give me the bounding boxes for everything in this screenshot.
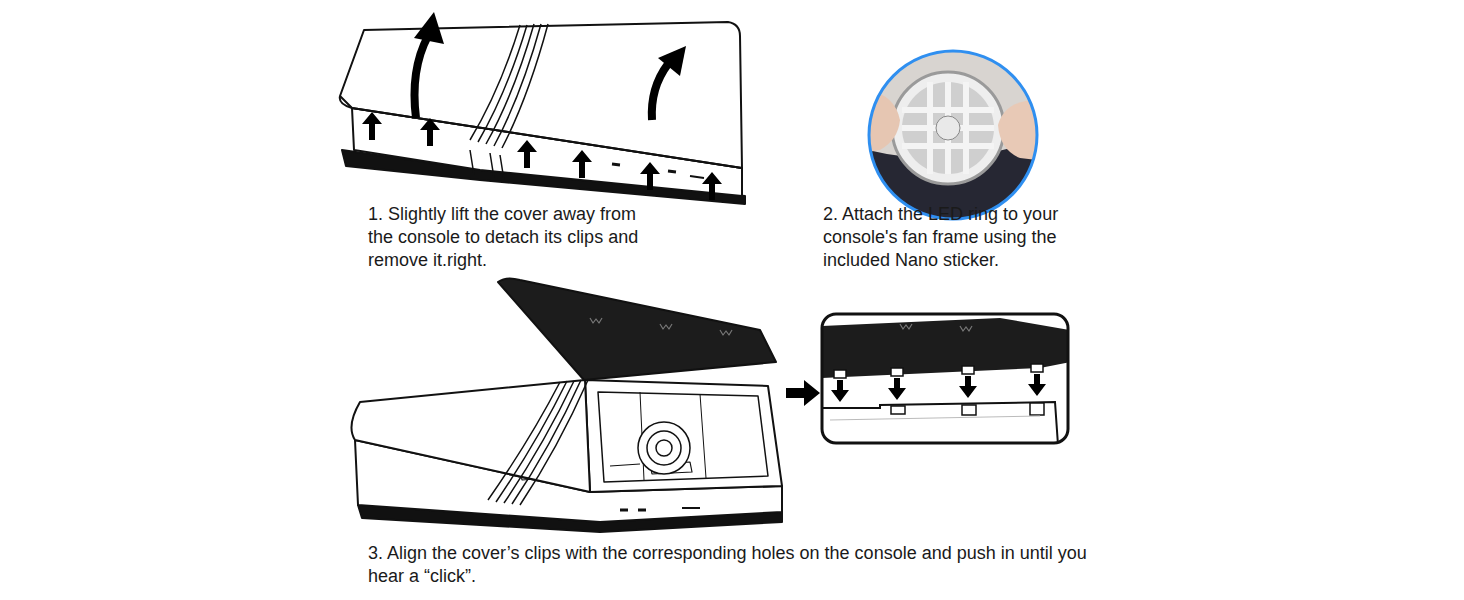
console-attaching-part — [598, 392, 768, 482]
console-lifting-part — [470, 24, 548, 148]
console-attaching-part — [590, 318, 732, 335]
clip-inset-part — [822, 314, 1068, 443]
console-attaching-part — [488, 382, 560, 500]
console-lifting — [340, 22, 745, 204]
clip-inset-part — [962, 366, 974, 374]
clip-inset-part — [891, 403, 1044, 415]
console-attaching-part — [656, 440, 672, 456]
console-attaching-part — [488, 380, 588, 505]
console-attaching-part — [585, 380, 782, 492]
clip-inset — [820, 314, 1070, 445]
console-attaching-part — [638, 422, 690, 474]
fan-photo-part — [927, 82, 933, 174]
console-attaching-part — [620, 509, 646, 512]
step-instruction: 1. Slightly lift the cover away from the… — [368, 203, 650, 272]
console-lifting-part — [470, 150, 504, 180]
fan-photo-part — [936, 116, 960, 140]
console-lifting-part — [486, 24, 534, 144]
lift-arrows-part — [414, 12, 444, 44]
lift-arrows-part — [415, 36, 429, 118]
pointer-arrow-part — [786, 380, 820, 406]
fan-photo-part — [868, 50, 1038, 220]
clip-inset-part — [1031, 364, 1043, 372]
console-lifting-part — [494, 24, 541, 146]
fan-photo-part — [902, 82, 994, 174]
step-instruction: 2. Attach the LED ring to your console's… — [823, 203, 1105, 272]
clip-inset-part — [834, 364, 1043, 378]
clip-inset-part — [962, 405, 976, 415]
lift-arrows-part — [362, 112, 382, 140]
console-lifting-part — [502, 24, 548, 148]
console-attaching — [351, 278, 782, 532]
fan-photo-part — [868, 50, 1038, 220]
console-attaching-part — [496, 381, 567, 502]
clip-inset-part — [831, 374, 1046, 402]
lift-arrows-part — [640, 162, 660, 190]
fan-photo-part — [963, 82, 969, 174]
clip-inset-part — [830, 416, 1040, 420]
console-lifting-part — [340, 22, 742, 168]
clip-inset-part — [822, 318, 1068, 378]
lift-arrows-part — [658, 46, 686, 76]
fan-photo-part — [869, 51, 1037, 219]
clip-inset-part — [1028, 374, 1046, 396]
clip-inset-part — [959, 376, 977, 398]
clip-inset-part — [1030, 403, 1044, 415]
console-attaching-part — [498, 278, 776, 380]
console-attaching-part — [647, 431, 681, 465]
lift-arrows-part — [420, 118, 440, 146]
clip-inset-part — [891, 406, 905, 414]
step-instruction: 3. Align the cover’s clips with the corr… — [368, 542, 1108, 588]
console-lifting-part — [690, 176, 704, 178]
console-lifting-part — [478, 25, 527, 142]
console-attaching-part — [682, 507, 700, 509]
console-attaching-part — [504, 381, 574, 503]
fan-photo-part — [892, 72, 1004, 184]
fan-photo — [868, 50, 1038, 220]
clip-inset-part — [831, 380, 849, 402]
clip-inset-part — [834, 370, 846, 378]
clip-inset-part — [822, 314, 1068, 443]
console-lifting-part — [340, 96, 742, 168]
lift-arrows-part — [517, 140, 537, 168]
fan-photo-part — [902, 82, 994, 174]
fan-photo-part — [868, 90, 900, 152]
console-attaching-part — [351, 380, 590, 492]
lift-arrows-part — [572, 150, 592, 178]
pointer-arrow — [786, 380, 820, 406]
clip-inset-part — [822, 402, 1058, 443]
lift-arrows-part — [652, 64, 668, 120]
clip-inset-part — [888, 378, 906, 400]
lift-arrows-part — [702, 172, 722, 200]
console-attaching-part — [512, 380, 581, 504]
console-lifting-part — [470, 25, 520, 140]
clip-inset-part — [900, 324, 972, 331]
lift-arrows — [362, 12, 722, 200]
clip-inset-part — [891, 368, 903, 376]
console-attaching-part — [520, 380, 588, 505]
